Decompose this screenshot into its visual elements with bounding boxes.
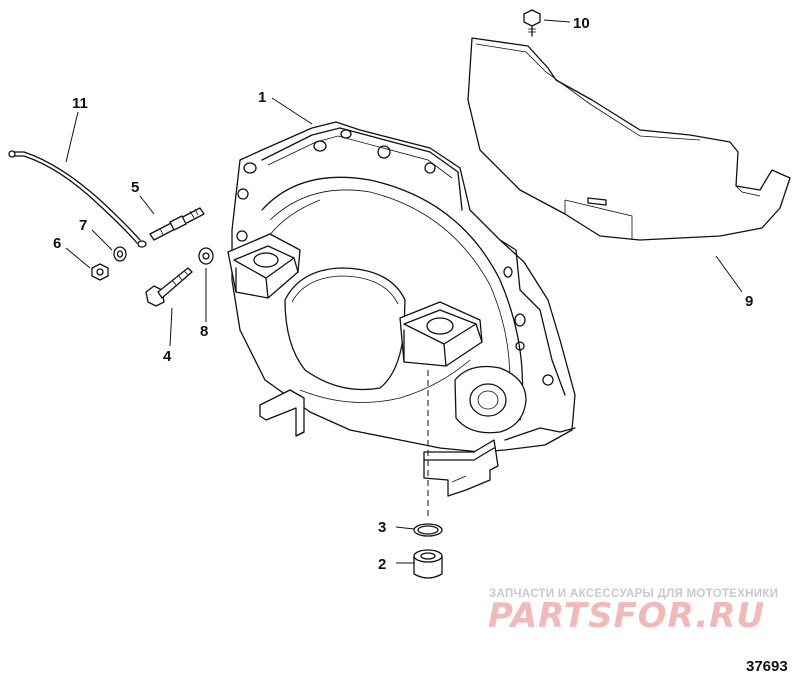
screw-part-10 [523, 9, 541, 37]
flywheel-cover-plate [467, 37, 791, 241]
callout-3: 3 [378, 519, 386, 536]
ground-wire-part-11 [8, 150, 147, 248]
callout-4: 4 [163, 348, 172, 365]
watermark: ЗАПЧАСТИ И АКСЕССУАРЫ ДЛЯ МОТОТЕХНИКИ PA… [488, 588, 778, 636]
callout-7: 7 [79, 217, 87, 234]
callout-10: 10 [573, 15, 590, 32]
callout-11: 11 [72, 95, 88, 112]
flywheel-housing [227, 121, 576, 497]
bushing-part-2 [413, 549, 443, 579]
leader-lines [65, 19, 743, 564]
callout-9: 9 [745, 293, 753, 310]
callout-labels: 1 2 3 4 5 6 7 8 9 10 11 [53, 15, 753, 573]
o-ring-part-3 [413, 523, 443, 537]
callout-1: 1 [258, 89, 266, 106]
bolt-part-4 [145, 267, 193, 307]
nut-part-6 [91, 263, 109, 281]
flat-washer-part-8 [198, 247, 214, 265]
callout-8: 8 [200, 323, 208, 340]
callout-5: 5 [131, 179, 139, 196]
washer-part-7 [113, 246, 127, 262]
stud-part-5 [149, 207, 205, 241]
figure-number: 37693 [746, 658, 788, 675]
watermark-tagline: ЗАПЧАСТИ И АКСЕССУАРЫ ДЛЯ МОТОТЕХНИКИ [489, 588, 778, 600]
watermark-logo: PARTSFOR.RU [488, 596, 765, 636]
callout-2: 2 [378, 556, 386, 573]
callout-6: 6 [53, 235, 61, 252]
